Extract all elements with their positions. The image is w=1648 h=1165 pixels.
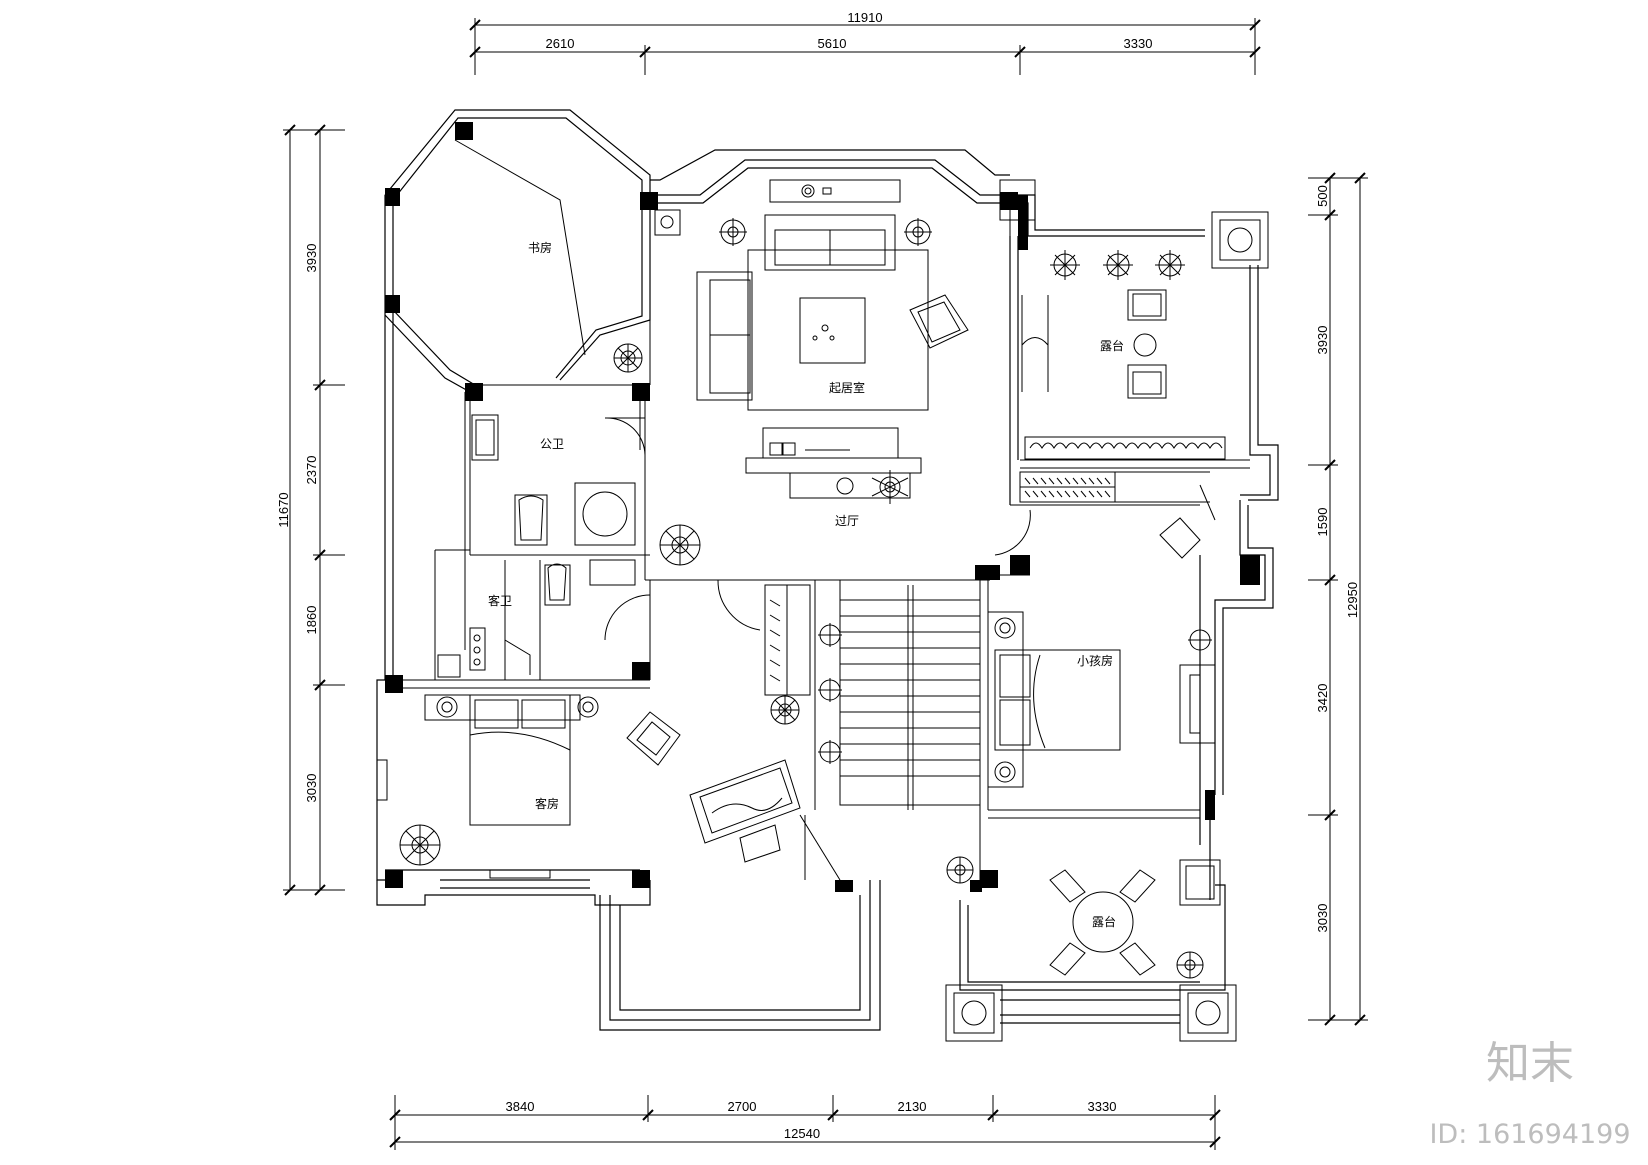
exterior-walls — [376, 109, 1279, 1031]
armchair — [909, 294, 969, 349]
dim-right-total: 12950 — [1345, 582, 1360, 618]
tv-cabinet — [769, 179, 901, 203]
sofa-side — [696, 271, 753, 401]
wardrobe — [1019, 471, 1216, 521]
dim-right-5: 3030 — [1315, 904, 1330, 933]
dim-right-4: 3420 — [1315, 684, 1330, 713]
dim-bottom-total: 12540 — [784, 1126, 820, 1141]
hedge — [1024, 436, 1226, 460]
dim-top-total: 11910 — [847, 10, 882, 25]
potted-plant-icon — [399, 524, 1204, 979]
room-label-public-wc: 公卫 — [540, 437, 564, 451]
plant-icon — [613, 343, 643, 373]
guest-bed — [424, 694, 599, 826]
dim-left-4: 3030 — [304, 774, 319, 803]
dim-top-3: 3330 — [1124, 36, 1153, 51]
dim-bottom-2: 2700 — [728, 1099, 757, 1114]
room-label-living: 起居室 — [829, 380, 865, 395]
room-label-hall: 过厅 — [835, 514, 859, 528]
dimension-ticks — [284, 19, 1366, 1148]
ceiling-lamp-icon — [871, 470, 909, 504]
dim-right-2: 3930 — [1315, 326, 1330, 355]
dim-right-3: 1590 — [1315, 508, 1330, 537]
dim-right-1: 500 — [1315, 185, 1330, 207]
kids-chair — [1159, 517, 1201, 559]
dim-top-1: 2610 — [546, 36, 575, 51]
hall-shelves — [764, 584, 842, 764]
guest-lounge-chair — [626, 711, 681, 766]
public-wc-fixtures — [471, 414, 646, 546]
dimension-lines — [283, 18, 1368, 1150]
kids-bed — [987, 611, 1121, 788]
room-label-terrace-top: 露台 — [1100, 338, 1124, 353]
dim-bottom-1: 3840 — [506, 1099, 535, 1114]
dim-left-3: 1860 — [304, 606, 319, 635]
room-label-kids: 小孩房 — [1077, 653, 1113, 668]
kids-plant-icon — [1188, 628, 1212, 652]
staircase — [814, 580, 980, 810]
lamp-icon — [719, 218, 932, 246]
watermark-id: ID: 161694199 — [1429, 1119, 1630, 1150]
terrace-furniture — [1127, 289, 1167, 399]
room-label-guest-wc: 客卫 — [488, 593, 512, 608]
dim-left-1: 3930 — [304, 244, 319, 273]
hall-door-arc — [717, 509, 1031, 631]
study-desk-area — [454, 139, 586, 356]
room-label-guest: 客房 — [535, 796, 559, 811]
sofa-main — [764, 214, 896, 271]
kids-tv-unit — [1179, 664, 1216, 744]
terrace-table-set — [1049, 869, 1156, 976]
watermark-brand: 知末 — [1486, 1038, 1574, 1089]
columns — [385, 122, 1260, 892]
dim-left-2: 2370 — [304, 456, 319, 485]
rug — [747, 249, 929, 411]
dim-left-total: 11670 — [276, 492, 291, 527]
terrace-plants-icon — [1050, 250, 1185, 280]
guest-desk — [689, 759, 801, 863]
dim-top-2: 5610 — [818, 36, 847, 51]
sideboard — [745, 427, 922, 499]
dim-bottom-4: 3330 — [1088, 1099, 1117, 1114]
sliding-door — [1021, 295, 1049, 392]
corner-pillars — [654, 179, 1269, 1042]
room-label-terrace-bottom: 露台 — [1092, 914, 1116, 929]
guest-wc-fixtures — [437, 559, 651, 678]
dim-bottom-3: 2130 — [898, 1099, 927, 1114]
room-label-study: 书房 — [528, 240, 552, 255]
coffee-table — [799, 297, 866, 364]
guest-window — [376, 759, 841, 881]
